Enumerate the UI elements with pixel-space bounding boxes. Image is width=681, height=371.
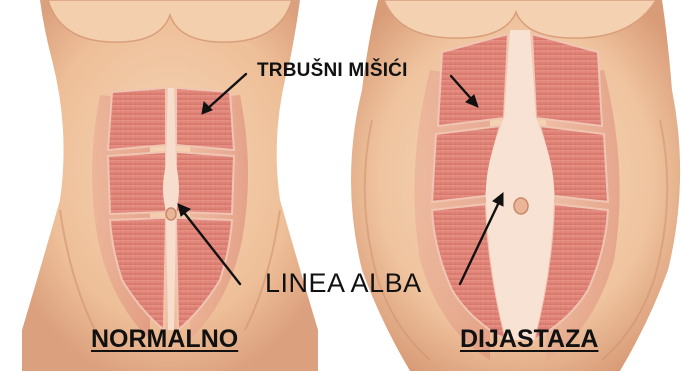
linea-alba-label: LINEA ALBA	[265, 270, 422, 297]
normal-navel	[166, 208, 176, 220]
diastasis-caption: DIJASTAZA	[460, 327, 598, 352]
diastasis-navel	[514, 198, 528, 214]
muscles-label: TRBUŠNI MIŠIĆI	[257, 61, 408, 80]
normal-caption: NORMALNO	[91, 327, 238, 352]
normal-torso	[22, 0, 318, 371]
diastasis-torso	[351, 0, 680, 371]
